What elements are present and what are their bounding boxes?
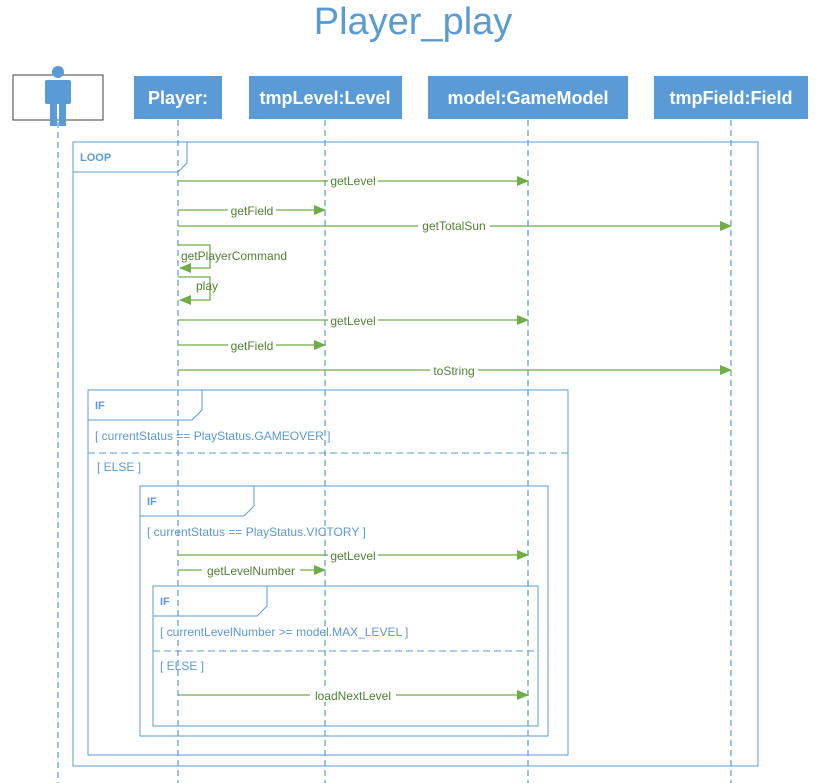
message-label: play [196,279,218,293]
message-getfield: getField [178,338,326,353]
message-label: toString [433,364,474,378]
lifeline-label-player: Player: [148,88,208,108]
message-play: play [178,276,218,305]
message-gettotalsun: getTotalSun [178,219,732,233]
lifeline-header-model: model:GameModel [428,76,628,119]
if-frame-victory: IF [ currentStatus == PlayStatus.VICTORY… [139,485,549,737]
message-label: getField [231,204,274,218]
if-frame-max-level-guard: [ currentLevelNumber >= model.MAX_LEVEL … [160,625,408,639]
message-label: getField [231,339,274,353]
if-frame-gameover-guard: [ currentStatus == PlayStatus.GAMEOVER ] [95,429,330,443]
loop-frame-tag: LOOP [80,152,111,164]
if-frame-victory-guard: [ currentStatus == PlayStatus.VICTORY ] [147,525,366,539]
message-getlevel: getLevel [178,174,529,188]
message-label: loadNextLevel [315,689,391,703]
if-frame-max-level: IF [ currentLevelNumber >= model.MAX_LEV… [152,585,539,727]
actor [12,66,104,126]
message-label: getLevel [330,549,375,563]
lifeline-header-player: Player: [134,76,222,119]
if-frame-victory-tag: IF [147,496,157,508]
loop-frame: LOOP [72,141,759,767]
message-label: getLevel [330,174,375,188]
message-getlevel: getLevel [178,313,529,328]
message-getlevel: getLevel [178,548,529,563]
if-frame-max-level-tag: IF [160,596,170,608]
if-frame-gameover: IF [ currentStatus == PlayStatus.GAMEOVE… [87,389,569,756]
message-tostring: toString [178,363,732,378]
message-getplayercommand: getPlayerCommand [178,244,287,273]
message-loadnextlevel: loadNextLevel [178,688,529,703]
message-label: getPlayerCommand [181,249,287,263]
message-label: getTotalSun [422,219,485,233]
lifeline-header-tmpfield: tmpField:Field [654,76,808,119]
message-label: getLevel [330,314,375,328]
if-frame-gameover-tag: IF [95,400,105,412]
message-getlevelnumber: getLevelNumber [178,563,326,578]
lifeline-label-tmpfield: tmpField:Field [670,88,793,108]
lifeline-header-tmplevel: tmpLevel:Level [249,76,402,119]
if-frame-gameover-else: [ ELSE ] [97,460,141,474]
person-icon [45,66,71,126]
message-label: getLevelNumber [207,564,295,578]
diagram-title: Player_play [314,1,513,43]
lifeline-label-model: model:GameModel [447,88,608,108]
if-frame-max-level-else: [ ELSE ] [160,659,204,673]
lifeline-label-tmplevel: tmpLevel:Level [259,88,390,108]
message-getfield: getField [178,203,326,218]
